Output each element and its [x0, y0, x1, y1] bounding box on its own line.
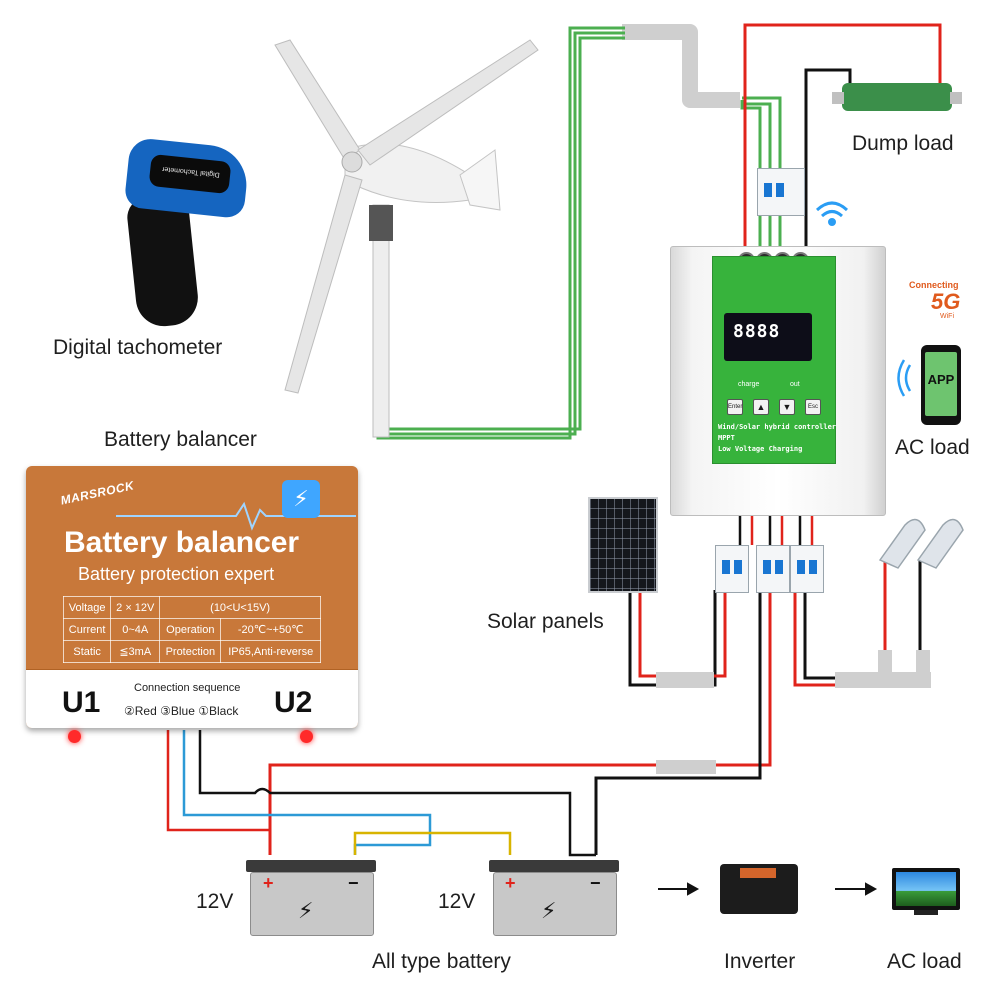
tachometer-label: Digital tachometer: [53, 336, 223, 359]
all-type-battery-label: All type battery: [372, 950, 511, 973]
arrow-up-icon: ▲: [756, 402, 766, 412]
spec-cell: 0~4A: [110, 618, 161, 641]
dump-load-red-wire: [743, 23, 942, 250]
balancer-title: Battery balancer: [64, 526, 300, 559]
solar-panels-label: Solar panels: [487, 610, 604, 633]
battery2: [493, 872, 617, 936]
tv-stand: [914, 910, 938, 915]
spec-cell: (10<U<15V): [159, 596, 321, 619]
ac-load-right-label: AC load: [895, 436, 970, 459]
bolt-icon: ⚡: [541, 898, 557, 923]
solar-black-wire: [628, 590, 717, 687]
shield-icon: ⚡: [282, 480, 320, 518]
dump-load-resistor: [842, 83, 952, 111]
wifi-icon: [815, 201, 849, 226]
battery1-top: [246, 860, 376, 872]
battery2-minus: −: [590, 873, 601, 893]
spec-cell: Voltage: [62, 596, 112, 619]
wifi-badge-5g: 5G: [931, 289, 961, 314]
balancer-spec-table: Voltage 2 × 12V (10<U<15V) Current 0~4A …: [62, 596, 321, 663]
wind-turbine-illustration: [274, 39, 539, 438]
down-button[interactable]: ▼: [779, 399, 795, 415]
enter-button[interactable]: Enter: [727, 399, 743, 415]
arrow-icons: [658, 882, 878, 896]
dump-load-black-wire: [804, 68, 852, 250]
pulse-line: [116, 501, 356, 531]
battery2-top: [489, 860, 619, 872]
spec-cell: Protection: [159, 640, 222, 663]
spec-cell: IP65,Anti-reverse: [220, 640, 321, 663]
battery-jumper-wire: [353, 831, 512, 855]
spec-cell: 2 × 12V: [110, 596, 161, 619]
spec-cell: ≦3mA: [110, 640, 161, 663]
balancer-led-left: [68, 730, 81, 743]
controller-line3: Low Voltage Charging: [718, 445, 803, 453]
solar-panel-icon: [588, 497, 658, 593]
battery2-plus: +: [505, 873, 516, 893]
connection-sequence-label: Connection sequence: [134, 682, 241, 694]
phone-screen: [925, 352, 957, 416]
battery1-plus: +: [263, 873, 274, 893]
controller-green-input: [740, 96, 782, 168]
solar-red-wire: [638, 590, 727, 678]
turbine-wires: [376, 26, 625, 440]
battery1: [250, 872, 374, 936]
dump-load-label: Dump load: [852, 132, 954, 155]
wifi-badge-top: Connecting: [909, 280, 959, 290]
up-button[interactable]: ▲: [753, 399, 769, 415]
arrow-down-icon: ▼: [782, 402, 792, 412]
solar-cable-sheath: [656, 672, 714, 688]
out-label: out: [790, 381, 800, 388]
turbine-breaker: [757, 168, 805, 216]
phone-wifi-icon: [897, 359, 912, 397]
battery-cable-sheath: [656, 760, 716, 774]
spec-cell: Current: [62, 618, 112, 641]
balancer-red-wire: [166, 730, 272, 855]
inverter-label: Inverter: [724, 950, 796, 973]
battery2-voltage: 12V: [438, 890, 476, 913]
battery1-minus: −: [348, 873, 359, 893]
balancer-u2: U2: [274, 686, 313, 719]
controller-line2: MPPT: [718, 434, 735, 442]
balancer-terminal-strip: [26, 669, 358, 728]
balancer-u1: U1: [62, 686, 101, 719]
spec-cell: Static: [62, 640, 112, 663]
phone-app-label: APP: [927, 372, 955, 387]
esc-button[interactable]: Esc: [805, 399, 821, 415]
wifi-badge-bottom: WiFi: [940, 313, 954, 320]
battery1-voltage: 12V: [196, 890, 234, 913]
battery-balancer: MARSROCK ⚡ Battery balancer Battery prot…: [26, 466, 358, 728]
tv-screen: [896, 872, 956, 906]
controller-display: [724, 313, 812, 361]
spec-cell: -20℃~+50℃: [220, 618, 321, 641]
bolt-icon: ⚡: [298, 898, 314, 923]
battery-main-black-wire: [594, 592, 762, 855]
controller-line1: Wind/Solar hybrid controller: [718, 423, 837, 431]
balancer-black-wire: [198, 730, 596, 857]
lamp-cable-sheath: [835, 672, 931, 688]
inverter-badge: [740, 868, 776, 878]
solar-breaker: [715, 545, 749, 593]
balancer-subtitle: Battery protection expert: [78, 564, 275, 584]
connection-terminals: ②Red ③Blue ①Black: [124, 704, 239, 718]
street-lamp-icons: [878, 518, 964, 569]
balancer-led-right: [300, 730, 313, 743]
load-breaker: [790, 545, 824, 593]
turbine-cable-sheath: [622, 24, 740, 108]
charge-label: charge: [738, 381, 760, 388]
battery-breaker: [756, 545, 790, 593]
battery-main-red-wire: [268, 592, 772, 855]
balancer-caption: Battery balancer: [104, 428, 257, 451]
ac-load-bottom-label: AC load: [887, 950, 962, 973]
spec-cell: Operation: [159, 618, 222, 641]
controller-digits: 8888: [733, 321, 781, 342]
